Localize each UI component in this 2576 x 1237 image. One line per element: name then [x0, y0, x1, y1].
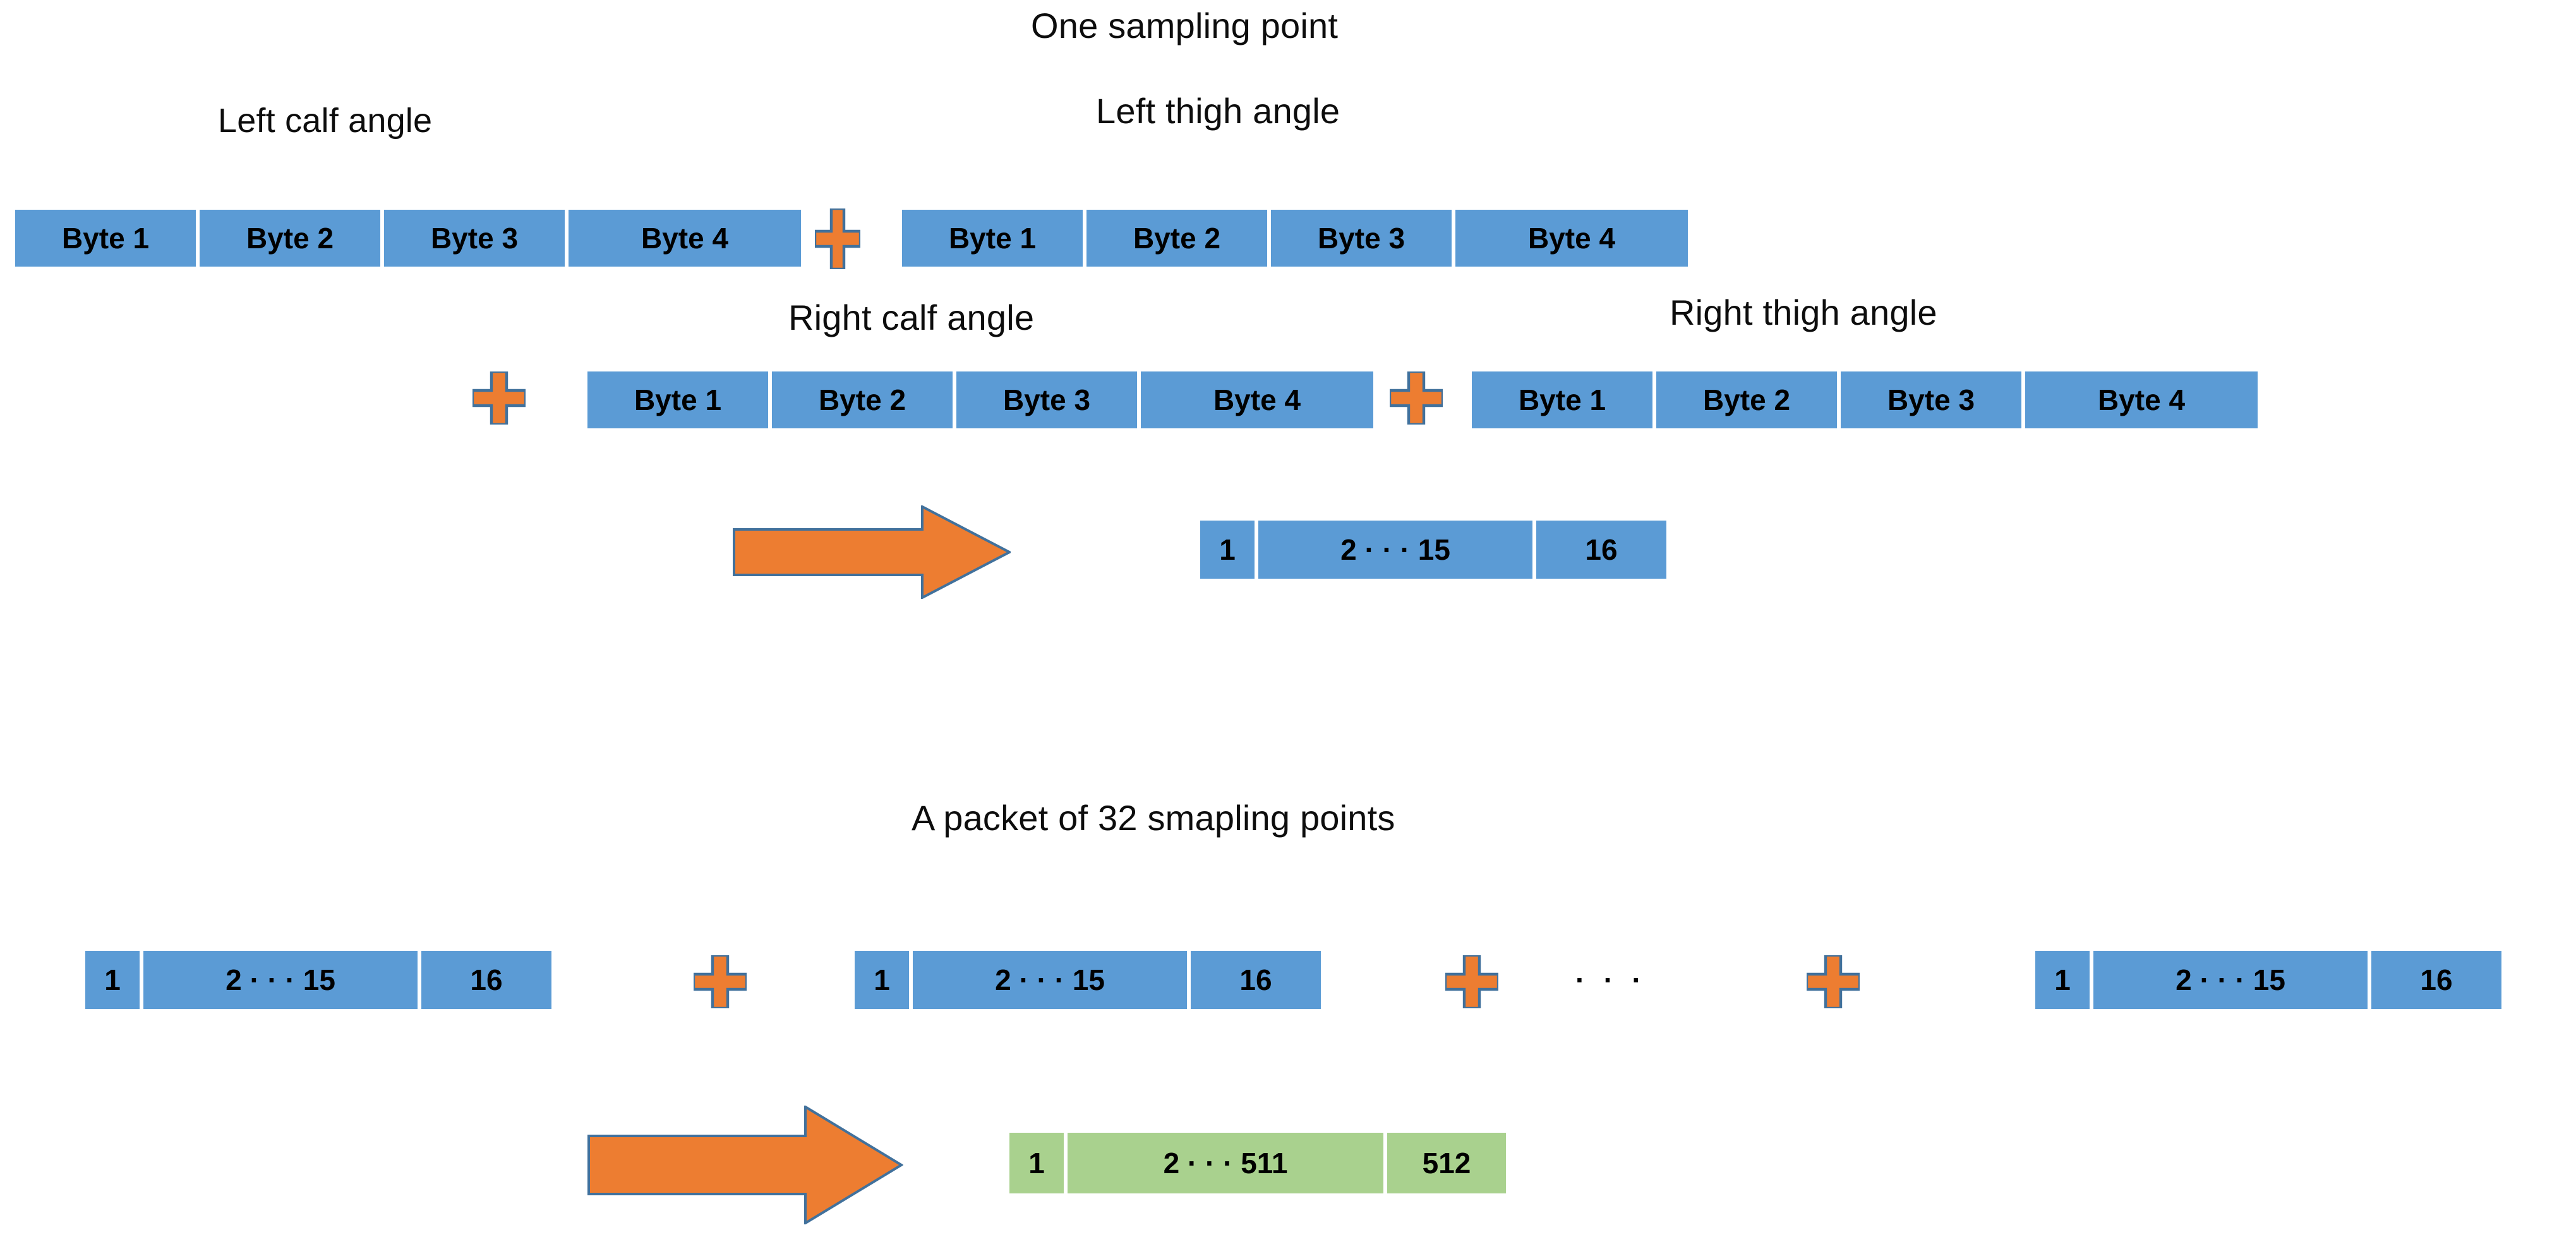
byte-cell: Byte 1: [1472, 371, 1652, 428]
result-strip-packet: 1 2 · · · 511 512: [1009, 1133, 1506, 1193]
index-cell: 16: [1191, 951, 1321, 1009]
byte-cell: Byte 1: [587, 371, 768, 428]
byte-cell: Byte 3: [1271, 210, 1452, 267]
byte-cell: Byte 4: [1141, 371, 1373, 428]
byte-cell: Byte 4: [569, 210, 801, 267]
byte-strip-right-thigh: Byte 1 Byte 2 Byte 3 Byte 4: [1472, 371, 2258, 428]
byte-cell: Byte 2: [1086, 210, 1267, 267]
byte-strip-left-calf: Byte 1 Byte 2 Byte 3 Byte 4: [15, 210, 801, 267]
packet-sample-strip: 1 2 · · · 15 16: [2035, 951, 2501, 1009]
index-range-cell: 2 · · · 15: [1258, 521, 1532, 579]
section-two-title: A packet of 32 smapling points: [912, 798, 1395, 838]
plus-icon: [472, 371, 526, 425]
right-arrow-icon: [733, 505, 1011, 599]
index-range-cell: 2 · · · 511: [1068, 1133, 1383, 1193]
section-one-title: One sampling point: [1031, 6, 1339, 45]
label-left-thigh-angle: Left thigh angle: [1096, 91, 1340, 131]
index-cell: 1: [1200, 521, 1255, 579]
index-range-cell: 2 · · · 15: [913, 951, 1187, 1009]
plus-icon: [1390, 371, 1443, 425]
label-right-thigh-angle: Right thigh angle: [1670, 293, 1937, 332]
result-strip-sampling-point: 1 2 · · · 15 16: [1200, 521, 1666, 579]
index-cell: 512: [1387, 1133, 1506, 1193]
plus-icon: [815, 208, 860, 269]
packet-ellipsis: · · ·: [1575, 963, 1647, 996]
packet-sample-strip: 1 2 · · · 15 16: [85, 951, 551, 1009]
byte-cell: Byte 1: [902, 210, 1083, 267]
byte-cell: Byte 2: [1656, 371, 1837, 428]
index-cell: 1: [855, 951, 909, 1009]
plus-icon: [694, 955, 747, 1008]
index-range-cell: 2 · · · 15: [143, 951, 418, 1009]
byte-cell: Byte 2: [200, 210, 380, 267]
index-cell: 16: [421, 951, 551, 1009]
byte-cell: Byte 1: [15, 210, 196, 267]
index-cell: 1: [2035, 951, 2090, 1009]
index-cell: 16: [1536, 521, 1666, 579]
index-range-cell: 2 · · · 15: [2093, 951, 2368, 1009]
byte-strip-right-calf: Byte 1 Byte 2 Byte 3 Byte 4: [587, 371, 1373, 428]
byte-cell: Byte 3: [956, 371, 1137, 428]
label-right-calf-angle: Right calf angle: [788, 298, 1035, 337]
plus-icon: [1445, 955, 1498, 1008]
byte-cell: Byte 3: [384, 210, 565, 267]
byte-strip-left-thigh: Byte 1 Byte 2 Byte 3 Byte 4: [902, 210, 1688, 267]
byte-cell: Byte 4: [2025, 371, 2258, 428]
plus-icon: [1807, 955, 1860, 1008]
right-arrow-icon: [587, 1106, 903, 1224]
byte-cell: Byte 2: [772, 371, 953, 428]
index-cell: 1: [85, 951, 140, 1009]
byte-cell: Byte 3: [1841, 371, 2021, 428]
index-cell: 1: [1009, 1133, 1064, 1193]
label-left-calf-angle: Left calf angle: [218, 102, 433, 140]
byte-cell: Byte 4: [1455, 210, 1688, 267]
index-cell: 16: [2371, 951, 2501, 1009]
packet-sample-strip: 1 2 · · · 15 16: [855, 951, 1321, 1009]
